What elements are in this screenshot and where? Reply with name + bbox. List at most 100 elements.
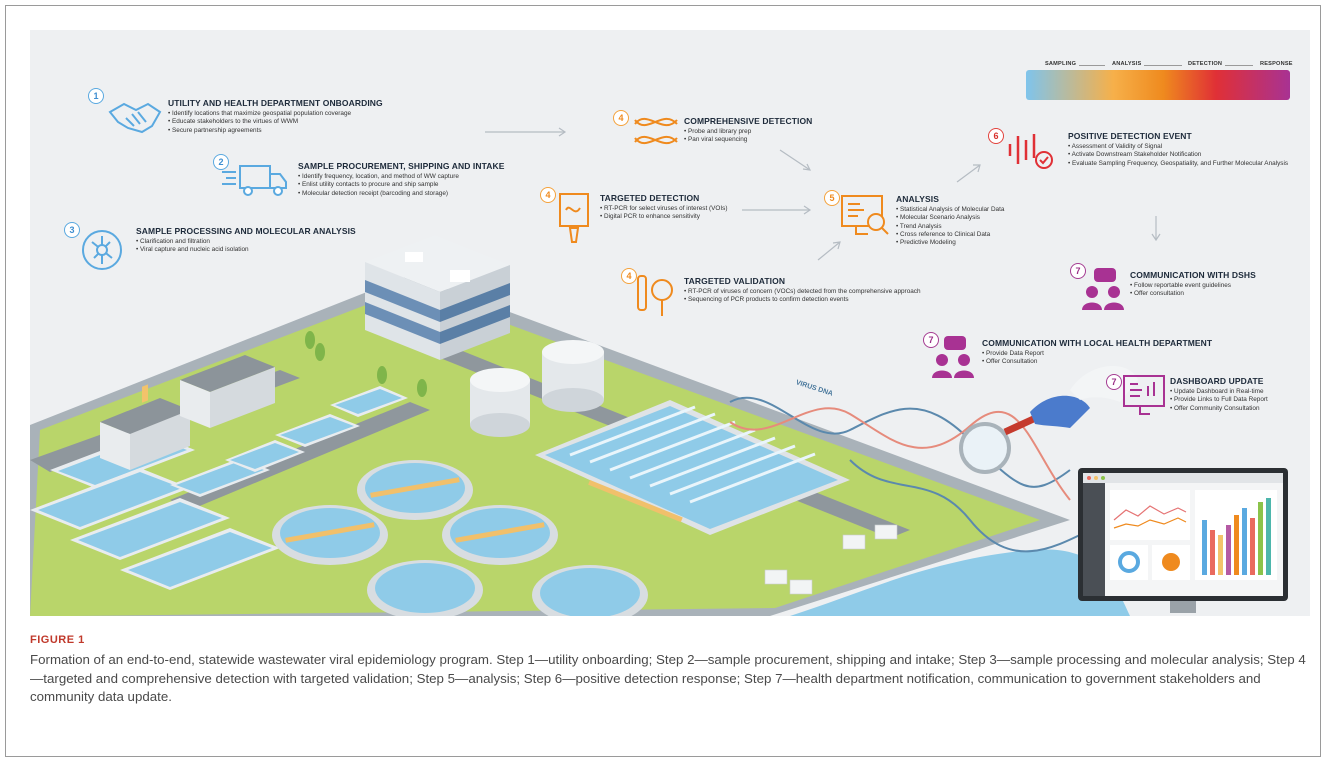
legend-detection: DETECTION [1188,61,1223,67]
step-bullet: Evaluate Sampling Frequency, Geospatiali… [1068,160,1288,168]
step-bullet: Enlist utility contacts to procure and s… [298,181,505,189]
step-number: 7 [923,332,939,348]
step-7-dshs-block: COMMUNICATION WITH DSHS Follow reportabl… [1130,270,1256,299]
dna-helix-icon [634,117,678,145]
step-number: 6 [988,128,1004,144]
analytics-monitor-icon [841,195,889,235]
step-title: COMMUNICATION WITH LOCAL HEALTH DEPARTME… [982,338,1213,348]
magnifier-illustration [959,366,1138,474]
step-bullet: Predictive Modeling [896,239,1004,247]
legend-arrow [1144,64,1182,66]
step-bullet: Cross reference to Clinical Data [896,231,1004,239]
step-title: SAMPLE PROCESSING AND MOLECULAR ANALYSIS [136,226,356,236]
step-bullet: Offer consultation [1130,290,1256,298]
figure-illustration: VIRUS DNA SAMPLING ANALYSIS DETECTION RE… [30,30,1310,616]
small-buildings [100,355,275,470]
legend-analysis: ANALYSIS [1112,61,1142,67]
step-title: SAMPLE PROCUREMENT, SHIPPING AND INTAKE [298,161,505,171]
flow-arrow [779,149,811,171]
step-2-block: SAMPLE PROCUREMENT, SHIPPING AND INTAKE … [298,161,505,198]
step-bullet: Update Dashboard in Real-time [1170,388,1268,396]
step-bullet: Offer Community Consultation [1170,405,1268,413]
step-bullet: Trend Analysis [896,223,1004,231]
step-number: 3 [64,222,80,238]
step-4-targeted-validation-block: TARGETED VALIDATION RT-PCR of viruses of… [684,276,921,305]
step-7-dashboard-block: DASHBOARD UPDATE Update Dashboard in Rea… [1170,376,1268,413]
step-number: 4 [540,187,556,203]
storage-tanks [470,340,604,437]
office-building [365,235,510,360]
people-chat-icon [1082,268,1124,310]
step-bullet: Assessment of Validity of Signal [1068,143,1288,151]
step-7-local-health-block: COMMUNICATION WITH LOCAL HEALTH DEPARTME… [982,338,1212,367]
stage-legend-bar [1026,70,1290,100]
step-number: 5 [824,190,840,206]
step-bullet: Identify locations that maximize geospat… [168,110,383,118]
handshake-icon [108,102,162,134]
step-number: 7 [1106,374,1122,390]
step-bullet: Provide Links to Full Data Report [1170,396,1268,404]
monitor-bars [1202,498,1271,575]
step-number: 4 [621,268,637,284]
step-title: COMMUNICATION WITH DSHS [1130,270,1256,280]
delivery-truck-icon [222,165,287,196]
step-bullet: Identify frequency, location, and method… [298,173,505,181]
virus-sample-icon [82,230,122,270]
step-4-targeted-detection-block: TARGETED DETECTION RT-PCR for select vir… [600,193,727,222]
utility-boxes [764,524,898,595]
legend-arrow [1079,64,1105,66]
dashboard-icon [1123,375,1165,415]
step-3-block: SAMPLE PROCESSING AND MOLECULAR ANALYSIS… [136,226,356,255]
step-number: 1 [88,88,104,104]
step-title: DASHBOARD UPDATE [1170,376,1264,386]
step-bullet: Molecular detection receipt (barcoding a… [298,190,505,198]
pcr-tube-icon [559,193,589,243]
step-bullet: RT-PCR of viruses of concern (VOCs) dete… [684,288,921,296]
step-bullet: Clarification and filtration [136,238,356,246]
dashboard-monitor [1078,468,1288,613]
people-chat-icon [932,336,974,378]
signal-check-icon [1008,134,1053,169]
step-bullet: Follow reportable event guidelines [1130,282,1256,290]
flow-arrow [817,241,841,261]
step-number: 4 [613,110,629,126]
step-bullet: Offer Consultation [982,358,1212,366]
legend-arrow [1225,64,1253,66]
dna-strands [729,396,1091,553]
step-title: TARGETED VALIDATION [684,276,786,286]
step-bullet: Sequencing of PCR products to confirm de… [684,296,921,304]
step-bullet: RT-PCR for select viruses of interest (V… [600,205,727,213]
clarifier-tanks [272,460,648,616]
step-bullet: Viral capture and nucleic acid isolation [136,246,356,254]
legend-response: RESPONSE [1260,61,1293,67]
step-bullet: Statistical Analysis of Molecular Data [896,206,1004,214]
scene-illustration [30,127,1288,616]
step-title: POSITIVE DETECTION EVENT [1068,131,1192,141]
figure-frame: VIRUS DNA SAMPLING ANALYSIS DETECTION RE… [5,5,1321,757]
step-bullet: Pan viral sequencing [684,136,812,144]
flow-arrows [485,127,1161,261]
step-number: 7 [1070,263,1086,279]
step-bullet: Molecular Scenario Analysis [896,214,1004,222]
step-5-block: ANALYSIS Statistical Analysis of Molecul… [896,194,1004,247]
step-title: ANALYSIS [896,194,939,204]
step-6-block: POSITIVE DETECTION EVENT Assessment of V… [1068,131,1288,168]
step-bullet: Secure partnership agreements [168,127,383,135]
step-1-block: UTILITY AND HEALTH DEPARTMENT ONBOARDING… [168,98,383,135]
step-title: UTILITY AND HEALTH DEPARTMENT ONBOARDING [168,98,383,108]
step-bullet: Activate Downstream Stakeholder Notifica… [1068,151,1288,159]
step-bullet: Probe and library prep [684,128,812,136]
step-bullet: Educate stakeholders to the virtues of W… [168,118,383,126]
aeration-basin [535,400,850,535]
flow-arrow [956,164,981,183]
step-4-comprehensive-block: COMPREHENSIVE DETECTION Probe and librar… [684,116,812,145]
figure-caption: Formation of an end-to-end, statewide wa… [30,652,1306,704]
river [790,549,1130,616]
step-bullet: Digital PCR to enhance sensitivity [600,213,727,221]
trees [305,331,427,397]
legend-sampling: SAMPLING [1045,61,1077,67]
step-title: TARGETED DETECTION [600,193,700,203]
step-number: 2 [213,154,229,170]
step-title: COMPREHENSIVE DETECTION [684,116,813,126]
figure-label: FIGURE 1 [30,634,85,646]
